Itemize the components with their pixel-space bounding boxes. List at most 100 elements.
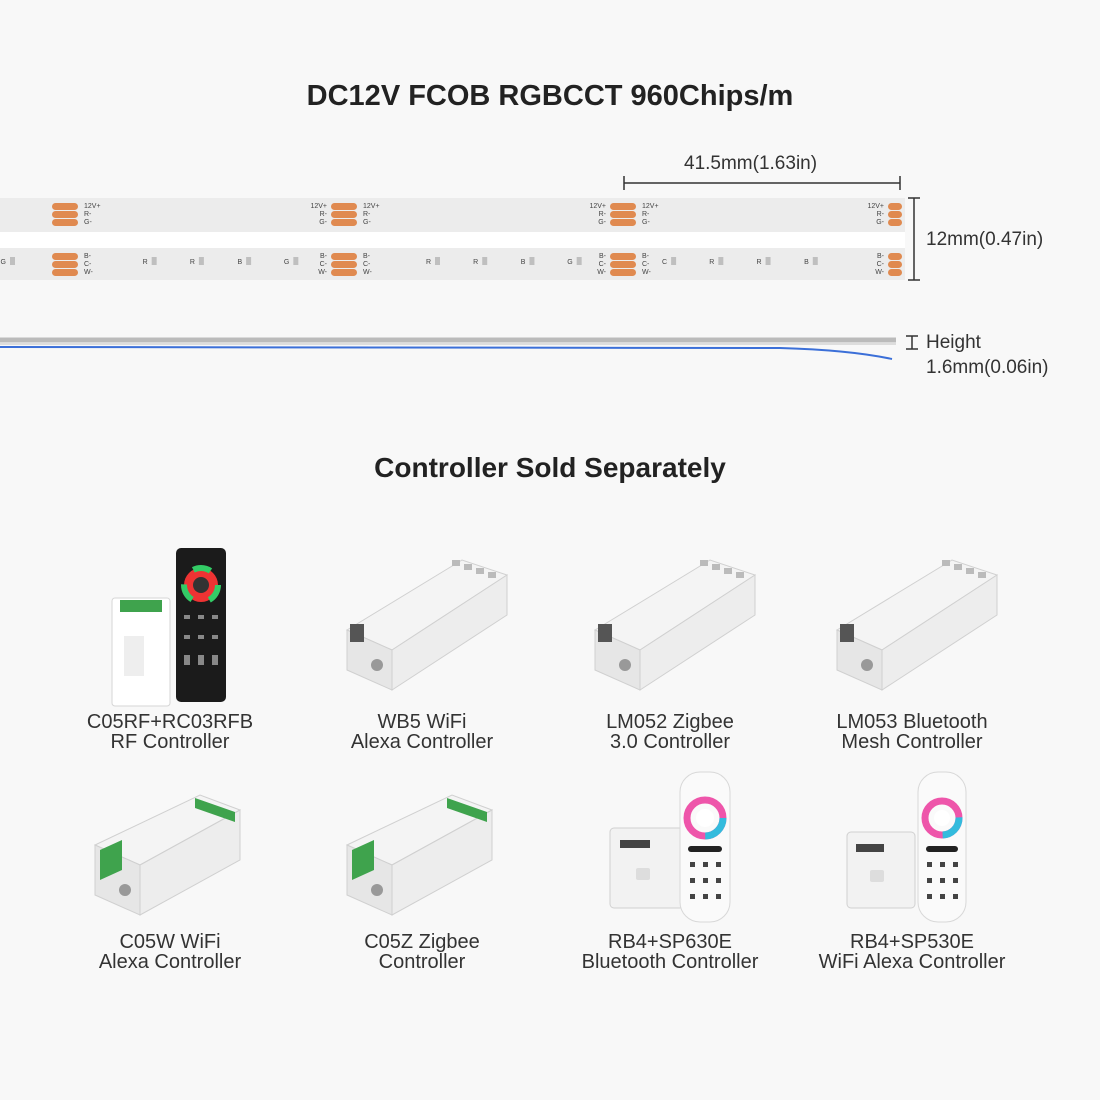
product-card[interactable]: WB5 WiFi Alexa Controller [302, 540, 542, 770]
chip-mark [435, 257, 440, 265]
solder-pad [888, 261, 902, 268]
pad-label: B- [320, 253, 328, 260]
pad-label: B- [599, 253, 607, 260]
pad-label: W- [363, 269, 372, 276]
chip-mark [765, 257, 771, 265]
height-label: Height [926, 332, 981, 353]
controller-box-icon [345, 559, 509, 691]
solder-pad [52, 219, 78, 226]
pad-label: W- [875, 269, 884, 276]
pad-label: C- [320, 261, 328, 268]
controller-type: Controller [378, 951, 466, 973]
product-card[interactable]: C05W WiFi Alexa Controller [50, 770, 290, 1000]
controller-caption: LM052 Zigbee 3.0 Controller [540, 712, 800, 752]
solder-pad [888, 253, 902, 260]
controller-type: 3.0 Controller [609, 731, 731, 753]
pad-label: R- [642, 211, 650, 218]
controller-caption: RB4+SP530E WiFi Alexa Controller [782, 932, 1042, 972]
chip-mark [576, 257, 582, 265]
pad-label: G- [598, 219, 606, 226]
product-card[interactable]: RB4+SP530E WiFi Alexa Controller [792, 770, 1032, 1000]
controller-type: WiFi Alexa Controller [818, 951, 1006, 973]
solder-pad [52, 269, 78, 276]
chip-mark [812, 257, 818, 265]
height-value: 1.6mm(0.06in) [926, 357, 1049, 378]
channel-mark-label: R [756, 259, 761, 266]
pad-label: R- [363, 211, 371, 218]
solder-pad [331, 211, 357, 218]
solder-pad [52, 261, 78, 268]
chip-mark [10, 257, 15, 265]
controller-name: WB5 WiFi [377, 711, 467, 733]
segment-length-label: 41.5mm(1.63in) [684, 153, 818, 174]
controller-type: Alexa Controller [350, 731, 494, 753]
solder-pad [52, 211, 78, 218]
channel-mark-label: G [567, 259, 572, 266]
controller-type: Alexa Controller [98, 951, 242, 973]
chip-mark [482, 257, 488, 265]
controller-caption: C05Z Zigbee Controller [292, 932, 552, 972]
product-card[interactable]: C05Z Zigbee Controller [302, 770, 542, 1000]
pad-label: B- [642, 253, 650, 260]
solder-pad [52, 253, 78, 260]
controller-name: LM052 Zigbee [606, 711, 734, 733]
controller-name: C05RF+RC03RFB [86, 711, 254, 733]
pad-label: R- [599, 211, 607, 218]
chip-mark [671, 257, 677, 265]
solder-pad [610, 269, 636, 276]
controller-caption: C05W WiFi Alexa Controller [40, 932, 300, 972]
solder-pad-group: 12V+R-G-B-C-W- [52, 203, 101, 276]
solder-pad [610, 219, 636, 226]
controller-name: RB4+SP530E [850, 931, 974, 953]
solder-pad [888, 269, 902, 276]
controller-caption: WB5 WiFi Alexa Controller [292, 712, 552, 752]
controller-caption: C05RF+RC03RFB RF Controller [40, 712, 300, 752]
channel-mark-label: B [237, 259, 242, 266]
controller-caption: RB4+SP630E Bluetooth Controller [540, 932, 800, 972]
solder-pad [888, 219, 902, 226]
channel-mark-label: R [426, 259, 431, 266]
pad-label: C- [642, 261, 650, 268]
controller-name: C05W WiFi [119, 931, 221, 953]
pad-label: 12V+ [867, 203, 884, 210]
pad-label: C- [84, 261, 92, 268]
channel-mark-label: R [143, 259, 148, 266]
pad-label: W- [318, 269, 327, 276]
controller-type: Mesh Controller [841, 731, 983, 753]
solder-pad [610, 203, 636, 210]
channel-mark-label: G [1, 259, 6, 266]
chip-mark [246, 257, 252, 265]
solder-pad [610, 253, 636, 260]
solder-pad [331, 203, 357, 210]
solder-pad-group: 12V+R-G-B-C-W- [867, 203, 902, 276]
controller-type: RF Controller [110, 731, 230, 753]
strip-profile-flex [0, 346, 893, 360]
page-title: DC12V FCOB RGBCCT 960Chips/m [306, 80, 794, 112]
controller-green-terminal-icon [345, 794, 494, 916]
solder-pad-group: 12V+12V+R-R-G-G-B-B-C-C-W-W- [310, 203, 380, 276]
pad-label: R- [84, 211, 92, 218]
controller-name: RB4+SP630E [608, 931, 732, 953]
solder-pad [331, 253, 357, 260]
product-card[interactable]: LM052 Zigbee 3.0 Controller [550, 540, 790, 770]
pad-label: G- [84, 219, 92, 226]
chip-mark [718, 257, 724, 265]
pad-label: 12V+ [363, 203, 380, 210]
controller-box-icon [593, 559, 757, 691]
controller-remote-icon [846, 771, 967, 923]
product-card[interactable]: LM053 Bluetooth Mesh Controller [792, 540, 1032, 770]
pad-label: B- [363, 253, 371, 260]
controller-name: C05Z Zigbee [364, 931, 480, 953]
controller-remote-icon [111, 548, 226, 707]
pad-label: W- [84, 269, 93, 276]
channel-mark-label: B [521, 259, 526, 266]
channel-mark-label: R [709, 259, 714, 266]
pad-label: G- [363, 219, 371, 226]
product-card[interactable]: RB4+SP630E Bluetooth Controller [550, 770, 790, 1000]
solder-pad [888, 211, 902, 218]
pad-label: G- [319, 219, 327, 226]
controller-remote-icon [609, 771, 731, 923]
pad-label: C- [877, 261, 885, 268]
product-card[interactable]: C05RF+RC03RFB RF Controller [50, 540, 290, 770]
controller-caption: LM053 Bluetooth Mesh Controller [782, 712, 1042, 752]
